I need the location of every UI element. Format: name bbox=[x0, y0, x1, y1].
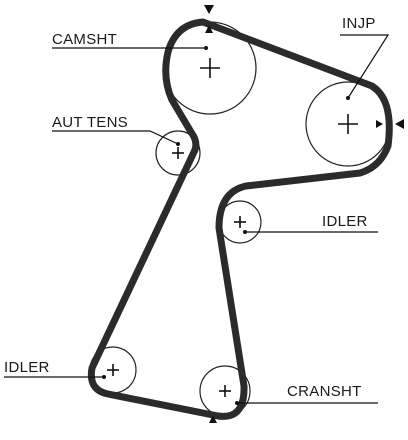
camshaft-leader bbox=[52, 46, 208, 50]
crankshaft-label: CRANSHT bbox=[287, 383, 362, 400]
idler-left-leader bbox=[4, 375, 106, 379]
camshaft-label: CAMSHT bbox=[52, 31, 117, 48]
crankshaft-timing-mark bbox=[209, 415, 217, 423]
auto-tensioner-label: AUT TENS bbox=[52, 114, 128, 131]
injection-pump-pulley bbox=[305, 81, 391, 167]
idler-right-label: IDLER bbox=[322, 213, 368, 230]
idler-right-leader bbox=[243, 230, 378, 234]
crankshaft-leader bbox=[235, 401, 378, 405]
idler-left-label: IDLER bbox=[4, 359, 50, 376]
timing-belt bbox=[87, 18, 393, 420]
injection-pump-label: INJP bbox=[342, 15, 376, 32]
injection-pump-leader bbox=[340, 34, 390, 100]
auto-tensioner-leader bbox=[52, 130, 180, 146]
camshaft-timing-mark bbox=[204, 5, 214, 33]
injection-pump-timing-mark bbox=[376, 119, 404, 129]
